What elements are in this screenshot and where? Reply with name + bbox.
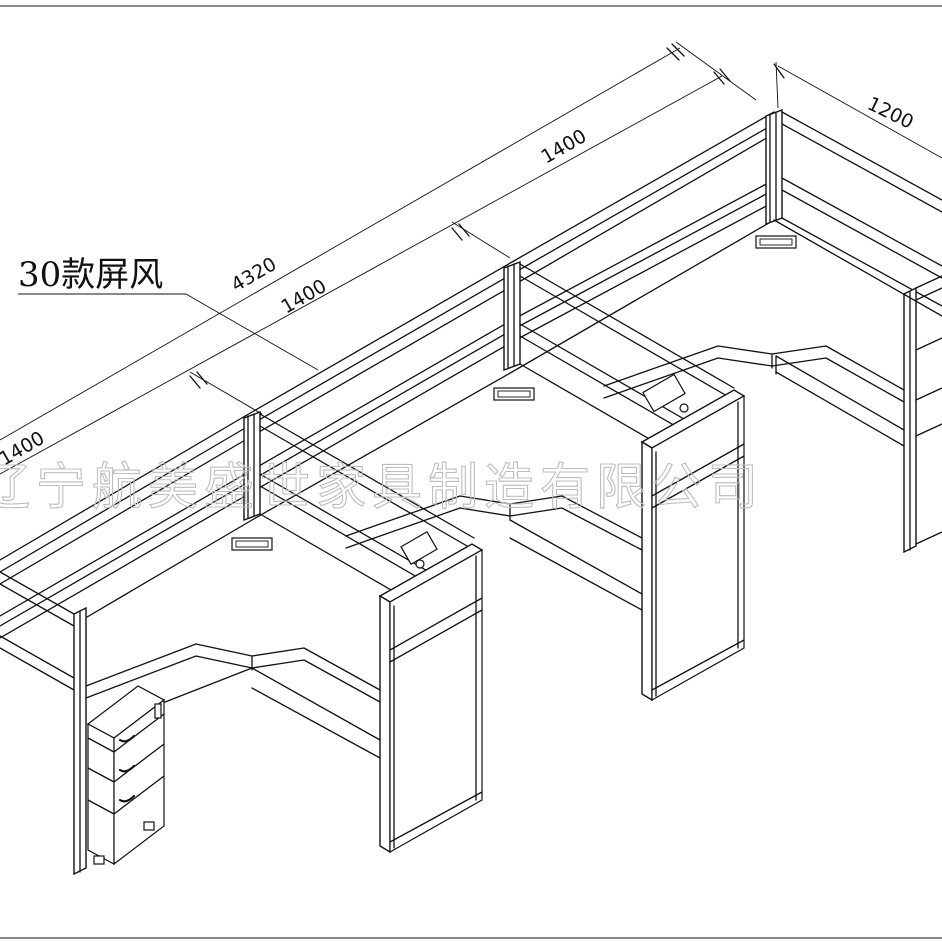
dimension-depth: 1200 [864, 93, 917, 134]
far-left-partition [0, 571, 87, 876]
watermark: 辽宁航美盛世家具制造有限公司 [0, 458, 764, 516]
dimension-bay-right: 1400 [538, 125, 591, 168]
drawer-handle-icon [118, 764, 136, 773]
mobile-pedestal [86, 685, 166, 866]
middle-divider [503, 260, 735, 489]
left-divider [243, 410, 475, 639]
left-end-panel [378, 543, 484, 854]
dimension-total: 4320 [228, 253, 281, 296]
middle-end-panel [640, 389, 746, 702]
drawer-handle-icon [118, 734, 136, 743]
lock-icon [154, 703, 162, 719]
grommet-bay-3 [755, 235, 797, 249]
grommet-bay-1 [231, 537, 273, 551]
drawer-handle-icon [118, 794, 136, 803]
right-partition [765, 108, 942, 554]
desk-surfaces [85, 345, 905, 759]
callout-label: 30款屏风 [18, 255, 163, 295]
dimension-bay-middle: 1400 [278, 275, 331, 318]
back-partition [0, 111, 775, 639]
grommet-bay-2 [493, 387, 535, 401]
dimension-lines [0, 41, 942, 475]
